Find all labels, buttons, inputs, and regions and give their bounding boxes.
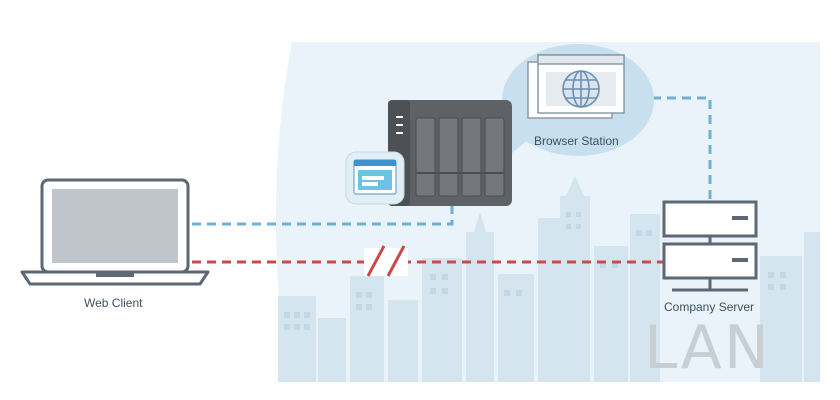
city-skyline [278, 176, 820, 382]
browser-window-icon [527, 54, 625, 119]
browser-station-app-icon [345, 151, 405, 205]
browser-to-server-line [652, 96, 712, 202]
lan-label: LAN [644, 313, 771, 383]
laptop-icon [20, 178, 210, 286]
server-icon [662, 200, 758, 292]
web-client-label: Web Client [84, 296, 143, 310]
company-server-label: Company Server [664, 300, 755, 314]
nas-device-icon [388, 100, 512, 206]
city-windows [284, 212, 786, 330]
globe-icon [562, 70, 600, 108]
browser-station-label: Browser Station [534, 134, 619, 148]
allowed-connection-line [192, 200, 454, 226]
broken-connection-icon [364, 245, 408, 277]
